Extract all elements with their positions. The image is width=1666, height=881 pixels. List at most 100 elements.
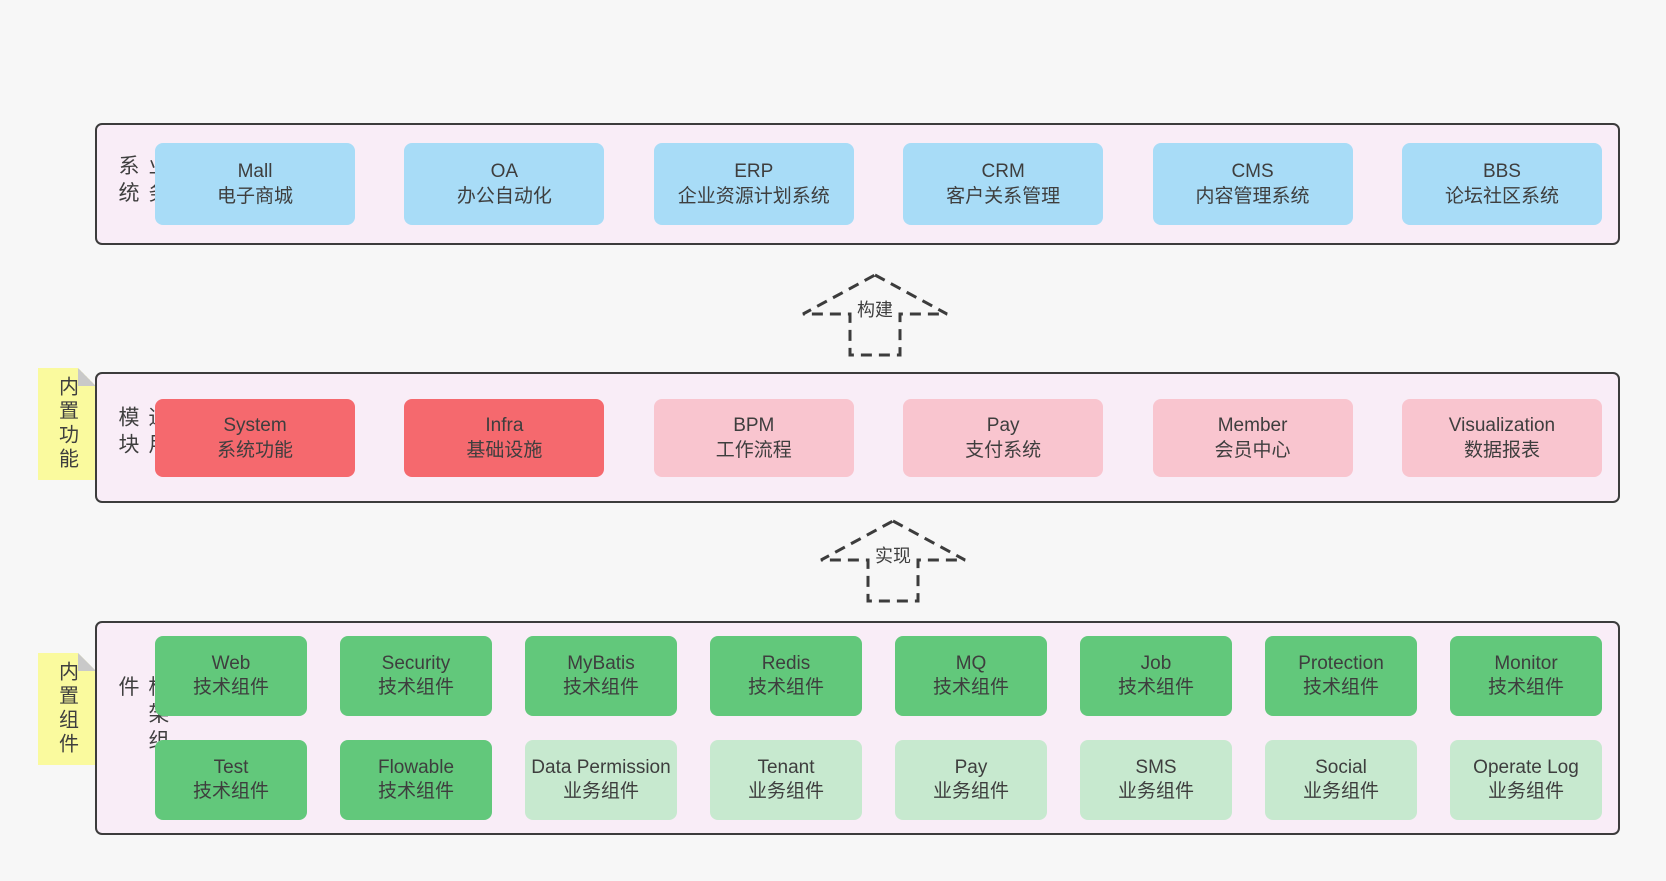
box-security: Security 技术组件 — [340, 636, 492, 716]
box-desc: 办公自动化 — [456, 186, 552, 207]
box-mq: MQ 技术组件 — [895, 636, 1047, 716]
arrow-label: 实现 — [872, 542, 914, 568]
box-desc: 技术组件 — [1117, 677, 1194, 698]
box-pay: Pay 支付系统 — [903, 398, 1104, 477]
box-desc: 技术组件 — [1302, 677, 1379, 698]
box-tenant: Tenant 业务组件 — [710, 740, 862, 820]
box-infra: Infra 基础设施 — [404, 398, 605, 477]
box-name: MyBatis — [567, 653, 635, 674]
box-name: Web — [211, 653, 251, 674]
box-system: System 系统功能 — [155, 398, 355, 477]
box-desc: 论坛社区系统 — [1444, 186, 1559, 207]
box-job: Job 技术组件 — [1080, 636, 1232, 716]
note-fold-corner-icon — [78, 368, 96, 386]
arrow-implement: 实现 — [818, 518, 968, 604]
note-built-in-components: 内置组件 — [38, 653, 96, 765]
box-desc: 技术组件 — [192, 677, 269, 698]
box-crm: CRM 客户关系管理 — [903, 143, 1104, 225]
box-web: Web 技术组件 — [155, 636, 307, 716]
box-desc: 客户关系管理 — [946, 186, 1061, 207]
box-name: System — [223, 414, 287, 436]
box-name: Security — [381, 653, 451, 674]
box-name: Monitor — [1494, 653, 1558, 674]
box-social: Social 业务组件 — [1265, 740, 1417, 820]
box-name: MQ — [955, 653, 987, 674]
box-name: Tenant — [757, 757, 815, 778]
box-name: Pay — [986, 414, 1020, 436]
box-name: Visualization — [1448, 414, 1556, 436]
arrow-build: 构建 — [800, 272, 950, 358]
box-desc: 业务组件 — [562, 781, 639, 802]
box-name: Test — [213, 757, 249, 778]
box-name: Infra — [485, 414, 524, 436]
box-desc: 系统功能 — [216, 439, 293, 461]
box-name: Data Permission — [531, 757, 671, 778]
box-name: OA — [490, 161, 519, 182]
box-flowable: Flowable 技术组件 — [340, 740, 492, 820]
box-name: Operate Log — [1473, 757, 1579, 778]
box-name: CRM — [981, 161, 1025, 182]
box-data-permission: Data Permission 业务组件 — [525, 740, 677, 820]
box-desc: 业务组件 — [1487, 781, 1564, 802]
box-desc: 会员中心 — [1214, 439, 1291, 461]
box-name: Member — [1217, 414, 1288, 436]
box-desc: 业务组件 — [1302, 781, 1379, 802]
note-fold-corner-icon — [78, 653, 96, 671]
box-desc: 数据报表 — [1463, 439, 1540, 461]
box-name: CMS — [1231, 161, 1274, 182]
box-desc: 业务组件 — [932, 781, 1009, 802]
box-desc: 技术组件 — [562, 677, 639, 698]
box-mall: Mall 电子商城 — [155, 143, 355, 225]
box-name: Flowable — [377, 757, 455, 778]
box-desc: 技术组件 — [377, 677, 454, 698]
box-desc: 技术组件 — [192, 781, 269, 802]
box-name: Job — [1140, 653, 1172, 674]
box-desc: 业务组件 — [1117, 781, 1194, 802]
box-name: SMS — [1135, 757, 1177, 778]
note-built-in-features: 内置功能 — [38, 368, 96, 480]
box-desc: 企业资源计划系统 — [677, 186, 830, 207]
box-desc: 技术组件 — [932, 677, 1009, 698]
box-operate-log: Operate Log 业务组件 — [1450, 740, 1602, 820]
box-test: Test 技术组件 — [155, 740, 307, 820]
box-desc: 支付系统 — [965, 439, 1042, 461]
box-mybatis: MyBatis 技术组件 — [525, 636, 677, 716]
box-name: Redis — [761, 653, 811, 674]
box-desc: 业务组件 — [747, 781, 824, 802]
box-monitor: Monitor 技术组件 — [1450, 636, 1602, 716]
box-visualization: Visualization 数据报表 — [1401, 398, 1602, 477]
section-business-systems: 业务系统 Mall电子商城OA办公自动化ERP企业资源计划系统CRM客户关系管理… — [95, 123, 1620, 245]
box-name: Protection — [1298, 653, 1384, 674]
box-desc: 技术组件 — [377, 781, 454, 802]
arrow-label: 构建 — [854, 296, 896, 322]
box-oa: OA 办公自动化 — [404, 143, 605, 225]
box-name: BPM — [733, 414, 775, 436]
box-name: BBS — [1482, 161, 1521, 182]
section-common-modules: 通用模块 System系统功能Infra基础设施BPM工作流程Pay支付系统Me… — [95, 372, 1620, 503]
box-member: Member 会员中心 — [1152, 398, 1353, 477]
box-name: Mall — [237, 161, 273, 182]
box-sms: SMS 业务组件 — [1080, 740, 1232, 820]
box-desc: 基础设施 — [466, 439, 543, 461]
box-name: ERP — [734, 161, 774, 182]
box-desc: 电子商城 — [216, 186, 293, 207]
note-text: 内置组件 — [55, 661, 78, 757]
box-erp: ERP 企业资源计划系统 — [653, 143, 854, 225]
box-bbs: BBS 论坛社区系统 — [1401, 143, 1602, 225]
note-text: 内置功能 — [55, 376, 78, 472]
box-protection: Protection 技术组件 — [1265, 636, 1417, 716]
box-desc: 技术组件 — [1487, 677, 1564, 698]
box-name: Social — [1315, 757, 1367, 778]
